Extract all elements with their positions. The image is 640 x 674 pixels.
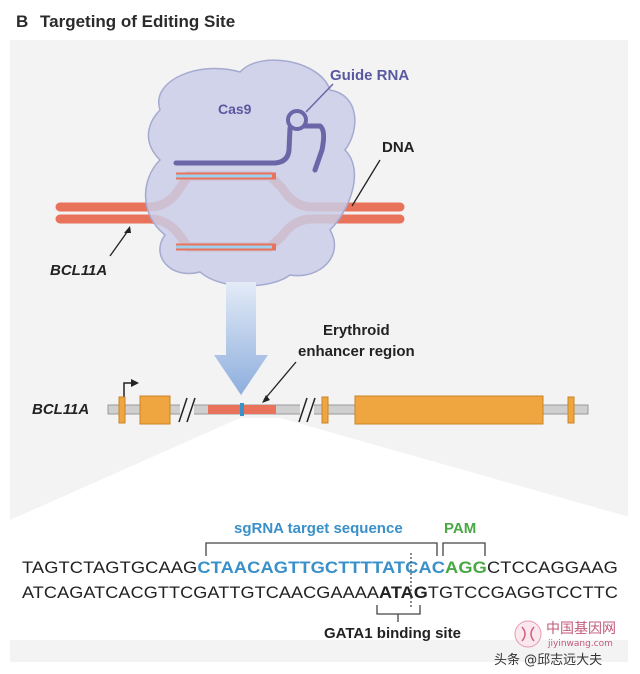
seq-bottom-prefix: ATCAGATCACGTTCGATTGTCAACGAAAA <box>22 584 379 602</box>
watermark: 中国基因网 jiyinwang.com 头条 @邱志远大夫 <box>494 620 616 668</box>
watermark-logo <box>514 620 542 648</box>
break-mark-1 <box>178 397 196 423</box>
watermark-site-url: jiyinwang.com <box>547 639 613 649</box>
gene-backbone <box>107 404 589 415</box>
guide-rna-loop <box>286 109 308 131</box>
erythroid-label-line1: Erythroid <box>323 322 390 339</box>
erythroid-label-line2: enhancer region <box>298 343 415 360</box>
target-site-mark <box>240 403 244 416</box>
cas9-label: Cas9 <box>218 101 252 117</box>
watermark-author: 头条 @邱志远大夫 <box>494 652 602 668</box>
bcl11a-map-label: BCL11A <box>32 401 89 418</box>
exon-3 <box>354 395 544 425</box>
seq-top-pam: AGG <box>445 559 487 577</box>
break-mark-2 <box>298 397 316 423</box>
seq-bottom-suffix: TGTCCGAGGTCCTTC <box>428 584 618 602</box>
guide-rna-pointer <box>305 83 334 113</box>
pam-bracket <box>442 542 486 556</box>
gene-map <box>107 379 589 425</box>
pam-label: PAM <box>444 520 476 537</box>
exon-1b <box>139 395 171 425</box>
exon-1a <box>118 396 126 424</box>
watermark-site-cn: 中国基因网 <box>546 620 616 637</box>
bcl11a-top-label: BCL11A <box>50 262 107 279</box>
panel-letter: B <box>16 12 28 31</box>
panel-title: Targeting of Editing Site <box>40 12 235 31</box>
sgrna-bracket <box>205 542 438 556</box>
guide-rna-label: Guide RNA <box>330 67 409 84</box>
exon-2 <box>321 396 329 424</box>
dna-label: DNA <box>382 139 415 156</box>
zoom-cone <box>10 418 640 640</box>
guide-rna <box>173 83 334 173</box>
seq-top-target: CTAACAGTTGCTTTTATCAC <box>197 559 445 577</box>
exon-4 <box>567 396 575 424</box>
sgrna-label: sgRNA target sequence <box>234 520 403 537</box>
dna-pointer <box>351 159 381 207</box>
down-arrow <box>214 282 268 395</box>
seq-bottom-gata: ATAG <box>379 584 428 602</box>
seq-top-suffix: CTCCAGGAAG <box>487 559 618 577</box>
gata1-label: GATA1 binding site <box>324 625 461 642</box>
unwound-dna <box>176 172 276 251</box>
seq-top-prefix: TAGTCTAGTGCAAG <box>22 559 197 577</box>
enhancer-pointer <box>263 361 297 401</box>
